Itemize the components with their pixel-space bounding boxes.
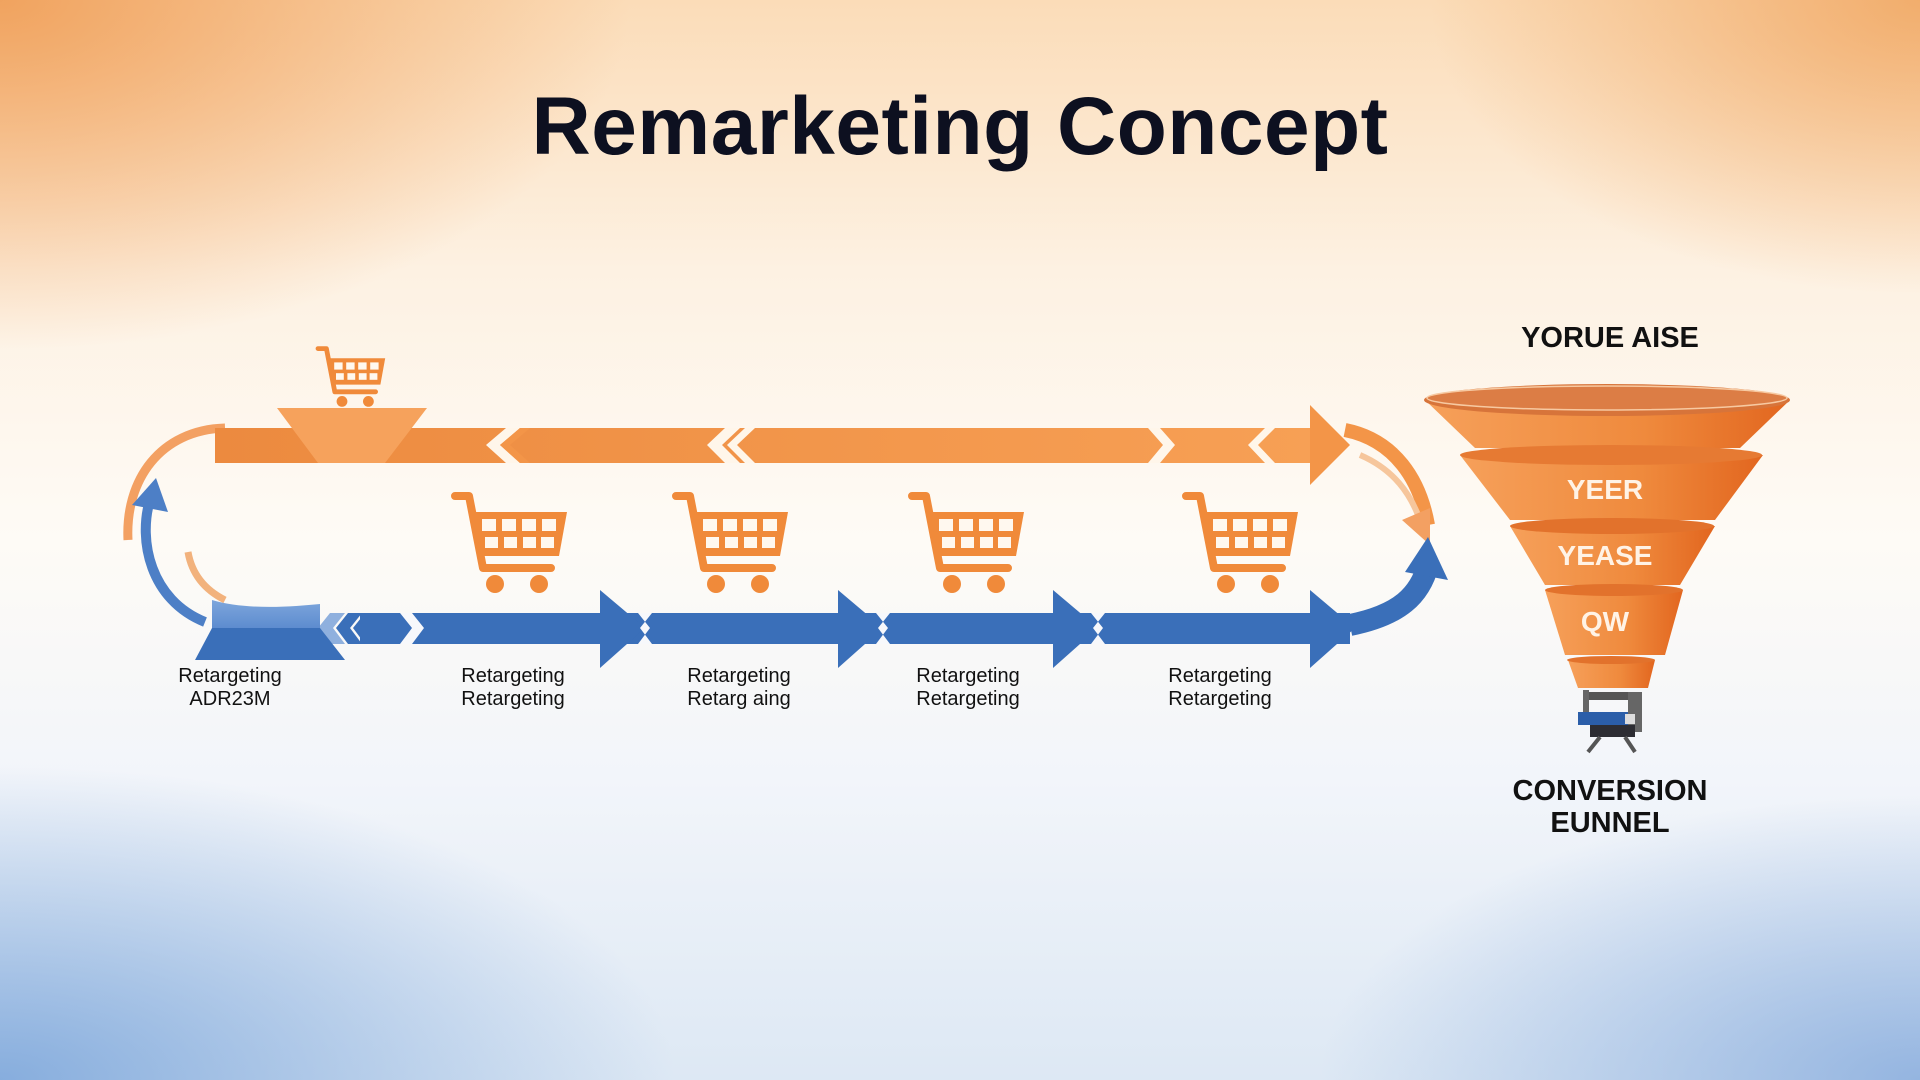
step-label-1-line2: ADR23M bbox=[189, 688, 271, 710]
step-label-2-line1: Retargeting bbox=[461, 665, 565, 687]
step-label-4: Retargeting Retargeting bbox=[868, 665, 1068, 711]
cart-icon-2 bbox=[676, 496, 788, 593]
page-title: Remarketing Concept bbox=[531, 81, 1389, 172]
cart-icon-4 bbox=[1186, 496, 1298, 593]
funnel-heading: YORUE AISE bbox=[1521, 322, 1699, 354]
step-label-3-line1: Retargeting bbox=[687, 665, 791, 687]
step-label-3: Retargeting Retarg aing bbox=[639, 665, 839, 711]
cart-icon-1 bbox=[455, 496, 567, 593]
cart-icon-3 bbox=[912, 496, 1024, 593]
entry-cart-icon bbox=[318, 349, 385, 407]
step-label-4-line2: Retargeting bbox=[916, 688, 1020, 710]
blue-loop-arrow bbox=[140, 498, 208, 627]
step-label-1-line1: Retargeting bbox=[178, 665, 282, 687]
funnel-level-3: YEASE bbox=[1557, 540, 1653, 571]
retarget-platform bbox=[212, 600, 320, 628]
step-label-5-line2: Retargeting bbox=[1168, 688, 1272, 710]
funnel-level-4: QW bbox=[1580, 606, 1630, 637]
step-label-3-line2: Retarg aing bbox=[687, 688, 791, 710]
step-label-5-line1: Retargeting bbox=[1168, 665, 1272, 687]
step-label-1: Retargeting ADR23M bbox=[130, 665, 330, 711]
person-at-desk-icon bbox=[1578, 690, 1642, 754]
funnel-level-2: YEER bbox=[1566, 474, 1644, 505]
funnel-footer-line2: EUNNEL bbox=[1550, 807, 1670, 839]
blue-arrow-track bbox=[318, 590, 1355, 668]
entry-platform bbox=[277, 408, 427, 463]
orange-loop-curve bbox=[123, 423, 226, 541]
step-label-2: Retargeting Retargeting bbox=[413, 665, 613, 711]
funnel-footer-line1: CONVERSION bbox=[1512, 775, 1708, 807]
step-label-4-line1: Retargeting bbox=[916, 665, 1020, 687]
funnel-footer: CONVERSION EUNNEL bbox=[1460, 775, 1760, 839]
conversion-funnel bbox=[1424, 384, 1790, 688]
step-label-2-line2: Retargeting bbox=[461, 688, 565, 710]
step-label-5: Retargeting Retargeting bbox=[1120, 665, 1320, 711]
